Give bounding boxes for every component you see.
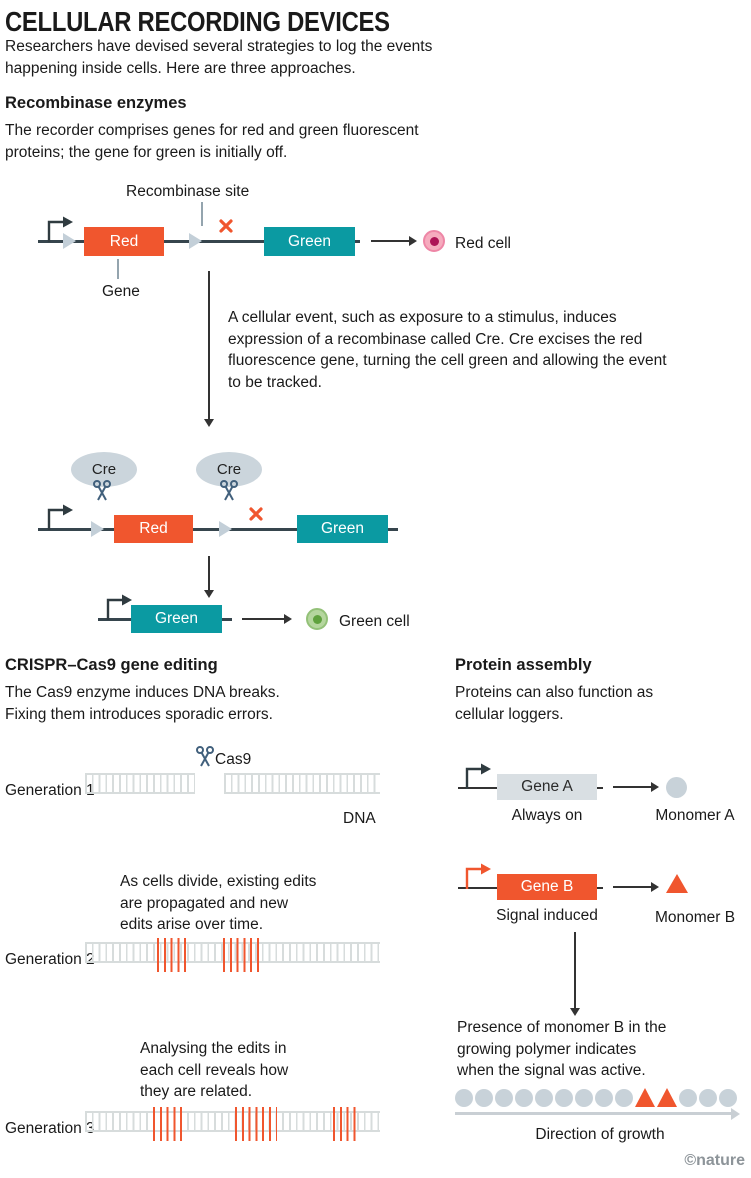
generation-2-label: Generation 2	[5, 951, 95, 968]
recombinase-site-triangle-icon	[91, 521, 104, 537]
polymer-text: Presence of monomer B in the growing pol…	[457, 1019, 667, 1080]
gen2-note: As cells divide, existing edits are prop…	[120, 873, 317, 934]
cell-nucleus-icon	[312, 614, 322, 624]
recombinase-site-triangle-icon	[219, 521, 232, 537]
promoter-arrow-icon	[47, 216, 73, 242]
dna-strand-line	[38, 528, 398, 531]
monomer-b-unit-icon	[657, 1088, 677, 1107]
gene-b-mode-label: Signal induced	[496, 907, 598, 924]
monomer-a-unit-icon	[699, 1089, 717, 1107]
dna-label: DNA	[343, 810, 376, 827]
polymer-row	[455, 1088, 737, 1107]
gene-a-box: Gene A	[497, 774, 597, 800]
page-subtitle: Researchers have devised several strateg…	[5, 38, 433, 77]
monomer-a-unit-icon	[455, 1089, 473, 1107]
nature-credit: ©nature	[684, 1152, 745, 1169]
gen3-note: Analysing the edits in each cell reveals…	[140, 1040, 289, 1101]
promoter-arrow-icon	[465, 763, 491, 789]
scissors-icon	[220, 480, 238, 501]
event-text: A cellular event, such as exposure to a …	[228, 309, 667, 392]
cre-enzyme-bubble: Cre	[71, 452, 137, 487]
cell-nucleus-icon	[429, 236, 439, 246]
recombinase-site-pointer-line	[201, 202, 203, 226]
green-cell-label: Green cell	[339, 613, 410, 630]
promoter-arrow-icon	[106, 594, 132, 620]
page-title: CELLULAR RECORDING DEVICES	[5, 6, 390, 37]
crispr-intro: The Cas9 enzyme induces DNA breaks. Fixi…	[5, 684, 280, 723]
promoter-arrow-signal-icon	[465, 863, 491, 889]
blocked-x-icon	[249, 507, 263, 521]
green-gene-box: Green	[131, 605, 222, 633]
cas9-label: Cas9	[215, 751, 252, 768]
growth-direction-arrow	[455, 1108, 740, 1119]
monomer-b-unit-icon	[635, 1088, 655, 1107]
recombinase-heading: Recombinase enzymes	[5, 94, 187, 112]
red-cell-label: Red cell	[455, 235, 511, 252]
step-arrow	[204, 556, 214, 598]
crispr-heading: CRISPR–Cas9 gene editing	[5, 656, 218, 674]
monomer-a-unit-icon	[495, 1089, 513, 1107]
edit-mark	[333, 1106, 357, 1141]
monomer-a-unit-icon	[595, 1089, 613, 1107]
scissors-icon	[196, 746, 214, 767]
direction-of-growth-label: Direction of growth	[535, 1126, 665, 1143]
red-cell-icon	[423, 230, 445, 252]
monomer-a-unit-icon	[515, 1089, 533, 1107]
recombinase-site-label: Recombinase site	[126, 183, 250, 200]
recombinase-site-triangle-icon	[63, 233, 76, 249]
result-arrow	[613, 882, 659, 892]
result-arrow	[613, 782, 659, 792]
recombinase-site-triangle-icon	[189, 233, 202, 249]
green-cell-icon	[306, 608, 328, 630]
monomer-a-label: Monomer A	[655, 807, 735, 824]
monomer-a-icon	[666, 777, 687, 798]
monomer-b-icon	[666, 874, 688, 893]
dna-ladder-gen1-left	[85, 773, 195, 794]
cre-enzyme-bubble: Cre	[196, 452, 262, 487]
monomer-a-unit-icon	[679, 1089, 697, 1107]
edit-mark	[153, 1106, 187, 1141]
edit-mark	[157, 937, 189, 972]
green-gene-box: Green	[264, 227, 355, 256]
recombinase-intro: The recorder comprises genes for red and…	[5, 122, 419, 161]
red-gene-box: Red	[84, 227, 164, 256]
protein-heading: Protein assembly	[455, 656, 592, 674]
step-arrow	[570, 932, 580, 1016]
gene-label: Gene	[102, 283, 140, 300]
red-gene-box: Red	[114, 515, 193, 543]
blocked-x-icon	[219, 219, 233, 233]
monomer-a-unit-icon	[719, 1089, 737, 1107]
dna-ladder-gen3	[85, 1106, 380, 1141]
gene-pointer-line	[117, 259, 119, 279]
edit-mark	[235, 1106, 277, 1141]
event-arrow	[204, 271, 214, 427]
gene-b-box: Gene B	[497, 874, 597, 900]
monomer-a-unit-icon	[615, 1089, 633, 1107]
dna-ladder-gen1-right	[224, 773, 380, 794]
generation-3-label: Generation 3	[5, 1120, 95, 1137]
promoter-arrow-icon	[47, 504, 73, 530]
monomer-a-unit-icon	[535, 1089, 553, 1107]
monomer-b-label: Monomer B	[654, 909, 736, 926]
scissors-icon	[93, 480, 111, 501]
gene-a-mode-label: Always on	[511, 807, 583, 824]
generation-1-label: Generation 1	[5, 782, 95, 799]
result-arrow	[242, 614, 292, 624]
edit-mark	[223, 937, 263, 972]
green-gene-box: Green	[297, 515, 388, 543]
monomer-a-unit-icon	[575, 1089, 593, 1107]
result-arrow	[371, 236, 417, 246]
monomer-a-unit-icon	[475, 1089, 493, 1107]
dna-ladder-gen2	[85, 937, 380, 972]
monomer-a-unit-icon	[555, 1089, 573, 1107]
protein-intro: Proteins can also function as cellular l…	[455, 684, 654, 723]
